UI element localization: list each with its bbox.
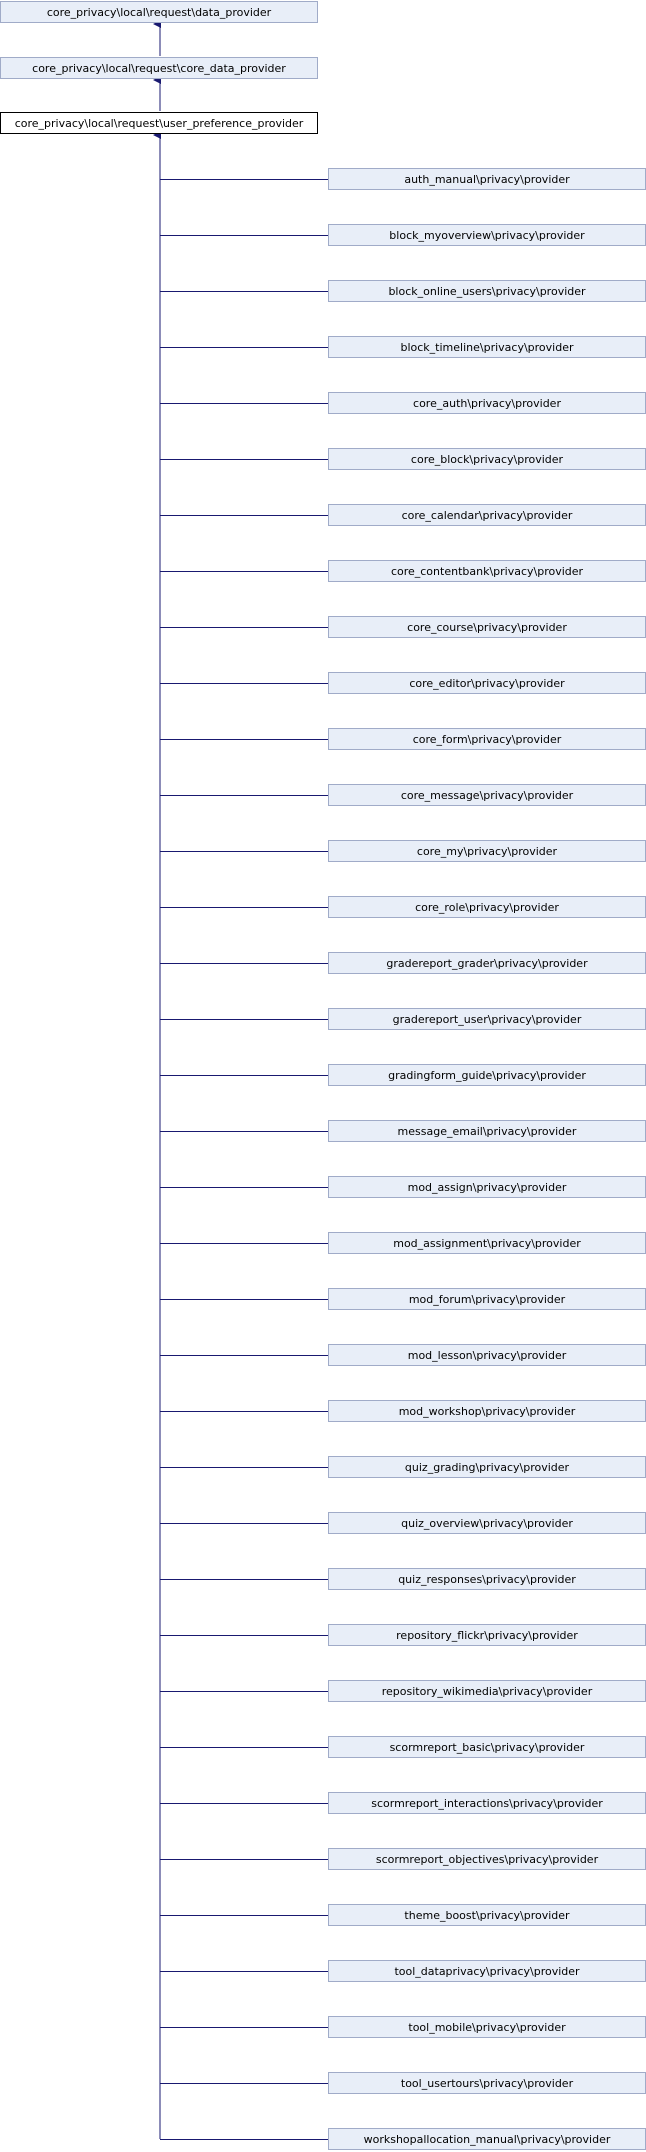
child-node-21-label: mod_forum\privacy\provider — [409, 1293, 566, 1306]
child-node-20-label: mod_assignment\privacy\provider — [393, 1237, 581, 1250]
child-node-19[interactable]: mod_assign\privacy\provider — [328, 1176, 646, 1198]
child-node-11[interactable]: core_form\privacy\provider — [328, 728, 646, 750]
child-node-21[interactable]: mod_forum\privacy\provider — [328, 1288, 646, 1310]
child-node-10-label: core_editor\privacy\provider — [409, 677, 565, 690]
child-node-6[interactable]: core_block\privacy\provider — [328, 448, 646, 470]
child-node-31[interactable]: scormreport_objectives\privacy\provider — [328, 1848, 646, 1870]
child-node-29[interactable]: scormreport_basic\privacy\provider — [328, 1736, 646, 1758]
child-node-2-label: block_myoverview\privacy\provider — [389, 229, 585, 242]
child-node-13[interactable]: core_my\privacy\provider — [328, 840, 646, 862]
child-node-1[interactable]: auth_manual\privacy\provider — [328, 168, 646, 190]
child-node-31-label: scormreport_objectives\privacy\provider — [376, 1853, 599, 1866]
child-node-24-label: quiz_grading\privacy\provider — [405, 1461, 570, 1474]
child-node-35-label: tool_usertours\privacy\provider — [401, 2077, 574, 2090]
child-node-32-label: theme_boost\privacy\provider — [404, 1909, 570, 1922]
child-node-16[interactable]: gradereport_user\privacy\provider — [328, 1008, 646, 1030]
child-node-30-label: scormreport_interactions\privacy\provide… — [371, 1797, 603, 1810]
focus-node-box — [0, 112, 318, 134]
child-node-13-label: core_my\privacy\provider — [417, 845, 558, 858]
child-node-9-label: core_course\privacy\provider — [407, 621, 567, 634]
child-node-6-label: core_block\privacy\provider — [411, 453, 564, 466]
child-node-3[interactable]: block_online_users\privacy\provider — [328, 280, 646, 302]
child-node-18[interactable]: message_email\privacy\provider — [328, 1120, 646, 1142]
child-node-18-label: message_email\privacy\provider — [398, 1125, 577, 1138]
child-node-25[interactable]: quiz_overview\privacy\provider — [328, 1512, 646, 1534]
child-node-22-label: mod_lesson\privacy\provider — [408, 1349, 567, 1362]
child-node-33-label: tool_dataprivacy\privacy\provider — [394, 1965, 580, 1978]
child-node-23-label: mod_workshop\privacy\provider — [399, 1405, 576, 1418]
child-node-3-label: block_online_users\privacy\provider — [388, 285, 586, 298]
child-node-15[interactable]: gradereport_grader\privacy\provider — [328, 952, 646, 974]
child-node-5-label: core_auth\privacy\provider — [413, 397, 561, 410]
child-node-36-label: workshopallocation_manual\privacy\provid… — [364, 2133, 611, 2146]
focus-node-label: core_privacy\local\request\user_preferen… — [15, 117, 304, 130]
child-node-34[interactable]: tool_mobile\privacy\provider — [328, 2016, 646, 2038]
child-node-23[interactable]: mod_workshop\privacy\provider — [328, 1400, 646, 1422]
child-node-14-label: core_role\privacy\provider — [415, 901, 559, 914]
child-node-15-label: gradereport_grader\privacy\provider — [386, 957, 588, 970]
child-node-12[interactable]: core_message\privacy\provider — [328, 784, 646, 806]
ancestor-node-1[interactable]: core_privacy\local\request\data_provider — [0, 1, 318, 23]
child-node-36[interactable]: workshopallocation_manual\privacy\provid… — [328, 2128, 646, 2150]
child-node-7-label: core_calendar\privacy\provider — [402, 509, 573, 522]
child-node-17[interactable]: gradingform_guide\privacy\provider — [328, 1064, 646, 1086]
child-node-33[interactable]: tool_dataprivacy\privacy\provider — [328, 1960, 646, 1982]
child-node-32[interactable]: theme_boost\privacy\provider — [328, 1904, 646, 1926]
child-node-16-label: gradereport_user\privacy\provider — [393, 1013, 582, 1026]
child-node-28-label: repository_wikimedia\privacy\provider — [382, 1685, 593, 1698]
child-node-26-label: quiz_responses\privacy\provider — [398, 1573, 576, 1586]
edges-layer — [153, 20, 328, 2140]
child-node-1-label: auth_manual\privacy\provider — [404, 173, 570, 186]
child-node-11-label: core_form\privacy\provider — [413, 733, 562, 746]
ancestor-node-1-box — [0, 1, 318, 23]
child-node-24[interactable]: quiz_grading\privacy\provider — [328, 1456, 646, 1478]
child-node-26[interactable]: quiz_responses\privacy\provider — [328, 1568, 646, 1590]
child-node-4[interactable]: block_timeline\privacy\provider — [328, 336, 646, 358]
child-node-12-label: core_message\privacy\provider — [401, 789, 574, 802]
ancestor-node-2[interactable]: core_privacy\local\request\core_data_pro… — [0, 57, 318, 79]
child-node-19-label: mod_assign\privacy\provider — [408, 1181, 567, 1194]
child-node-27-label: repository_flickr\privacy\provider — [396, 1629, 578, 1642]
focus-node[interactable]: core_privacy\local\request\user_preferen… — [0, 112, 318, 134]
child-node-20[interactable]: mod_assignment\privacy\provider — [328, 1232, 646, 1254]
child-node-27[interactable]: repository_flickr\privacy\provider — [328, 1624, 646, 1646]
child-node-8[interactable]: core_contentbank\privacy\provider — [328, 560, 646, 582]
child-node-2[interactable]: block_myoverview\privacy\provider — [328, 224, 646, 246]
child-node-22[interactable]: mod_lesson\privacy\provider — [328, 1344, 646, 1366]
child-node-25-label: quiz_overview\privacy\provider — [401, 1517, 573, 1530]
child-node-28[interactable]: repository_wikimedia\privacy\provider — [328, 1680, 646, 1702]
child-node-10[interactable]: core_editor\privacy\provider — [328, 672, 646, 694]
child-node-5[interactable]: core_auth\privacy\provider — [328, 392, 646, 414]
child-node-9[interactable]: core_course\privacy\provider — [328, 616, 646, 638]
ancestor-node-1-label: core_privacy\local\request\data_provider — [47, 6, 272, 19]
child-node-8-label: core_contentbank\privacy\provider — [391, 565, 584, 578]
child-node-34-label: tool_mobile\privacy\provider — [408, 2021, 566, 2034]
child-node-14[interactable]: core_role\privacy\provider — [328, 896, 646, 918]
child-node-17-label: gradingform_guide\privacy\provider — [388, 1069, 586, 1082]
child-node-35[interactable]: tool_usertours\privacy\provider — [328, 2072, 646, 2094]
child-node-30[interactable]: scormreport_interactions\privacy\provide… — [328, 1792, 646, 1814]
child-node-29-label: scormreport_basic\privacy\provider — [390, 1741, 585, 1754]
ancestor-node-2-label: core_privacy\local\request\core_data_pro… — [32, 62, 286, 75]
child-node-7[interactable]: core_calendar\privacy\provider — [328, 504, 646, 526]
child-node-4-label: block_timeline\privacy\provider — [400, 341, 573, 354]
ancestor-node-2-box — [0, 57, 318, 79]
